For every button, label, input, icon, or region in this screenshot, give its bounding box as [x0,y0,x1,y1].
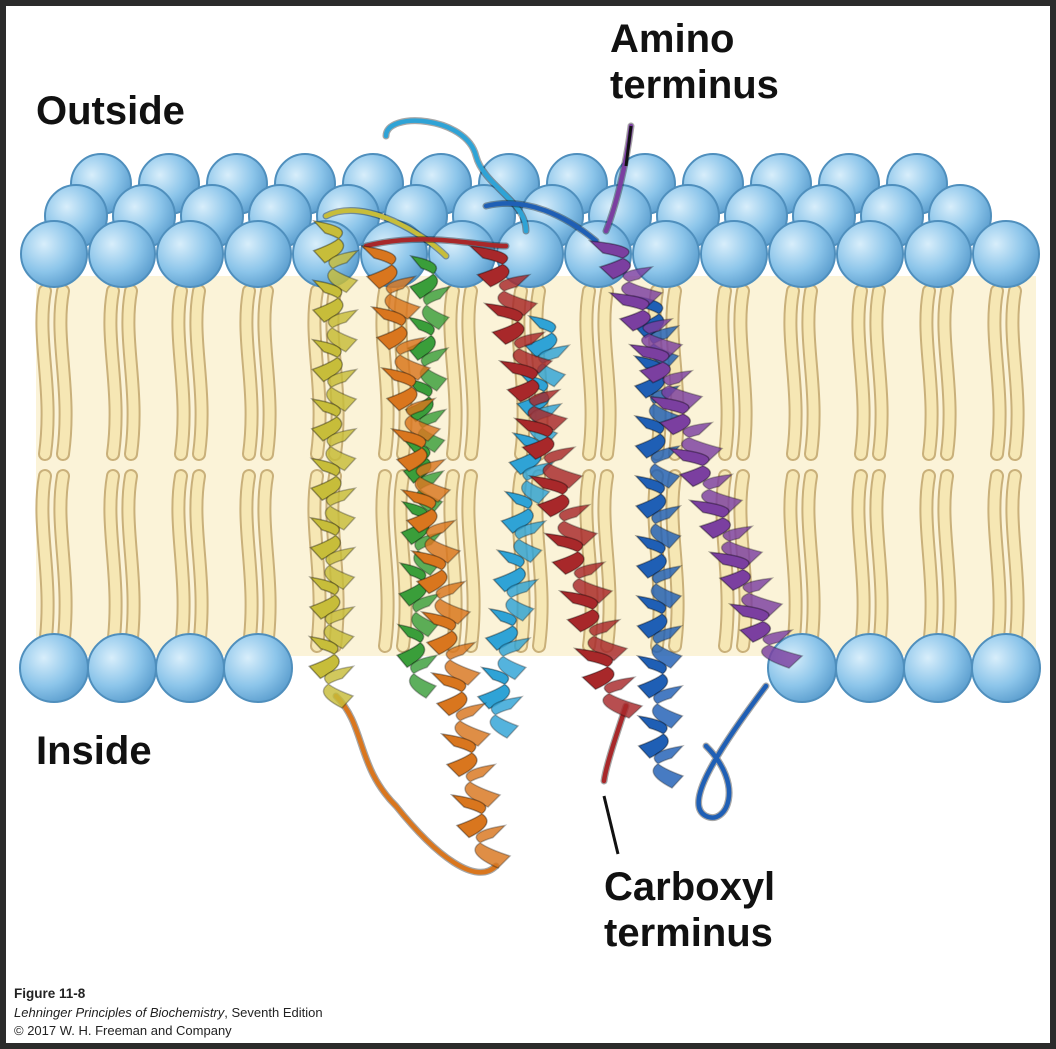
headgroup [904,634,972,702]
lipid-tail-fill [808,476,813,646]
headgroup [157,221,223,287]
lipid-tail-fill [1012,291,1017,454]
lipid-tail-fill [604,476,609,646]
headgroup [20,634,88,702]
figure-caption: Figure 11-8 Lehninger Principles of Bioc… [14,984,323,1041]
outside-label: Outside [36,88,185,134]
lipid-tail-fill [42,476,47,646]
headgroup [836,634,904,702]
lipid-tail-fill [604,291,609,454]
lipid-tail-fill [858,291,863,454]
inside-label: Inside [36,728,152,774]
lipid-tail-fill [926,291,931,454]
lipid-tail-fill [672,476,677,646]
book-title: Lehninger Principles of Biochemistry [14,1005,224,1020]
lipid-tail-fill [926,476,931,646]
headgroup [89,221,155,287]
lipid-tail-fill [722,291,727,454]
lipid-tail-fill [944,291,949,454]
lipid-tail-fill [110,476,115,646]
figure-copyright: © 2017 W. H. Freeman and Company [14,1022,323,1041]
lipid-tail-fill [858,476,863,646]
lipid-tail-fill [110,291,115,454]
lipid-tail-fill [790,476,795,646]
lipid-tail-fill [60,291,65,454]
lipid-tail-fill [60,476,65,646]
helix-segment [475,826,510,869]
lipid-tail-fill [178,291,183,454]
helix-segment [603,677,642,718]
carboxyl-terminus-label-line2: terminus [604,910,775,956]
carboxyl-terminal-tail [604,706,626,781]
amino-terminus-label-line2: terminus [610,62,779,108]
lipid-tail-fill [468,476,473,646]
headgroup [769,221,835,287]
lipid-tail-fill [468,291,473,454]
lipid-tail-fill [944,476,949,646]
lipid-tail-fill [450,291,455,454]
headgroup [21,221,87,287]
carboxyl-pointer-line [604,796,618,854]
lipid-tail-fill [264,291,269,454]
lipid-tail-fill [196,291,201,454]
headgroup [972,634,1040,702]
lipid-tail-fill [994,291,999,454]
lipid-tail-fill [246,476,251,646]
lipid-tail-fill [876,291,881,454]
amino-terminus-label-line1: Amino [610,16,779,62]
lipid-tail-fill [586,291,591,454]
lipid-tail-fill [382,476,387,646]
headgroup [225,221,291,287]
figure-frame: Outside Inside Amino terminus Carboxyl t… [6,6,1050,1043]
lipid-tail-fill [246,291,251,454]
amino-terminus-label: Amino terminus [610,16,779,108]
lipid-tail-fill [128,476,133,646]
book-edition: , Seventh Edition [224,1005,322,1020]
headgroup [768,634,836,702]
lipid-tail-fill [740,291,745,454]
lipid-tail-fill [876,476,881,646]
headgroup [837,221,903,287]
headgroup [224,634,292,702]
lipid-tail-fill [42,291,47,454]
carboxyl-terminus-label: Carboxyl terminus [604,864,775,956]
lipid-tail-fill [808,291,813,454]
lipid-tail-fill [196,476,201,646]
headgroup [633,221,699,287]
lipid-tail-fill [128,291,133,454]
lipid-tail-fill [178,476,183,646]
carboxyl-terminus-label-line1: Carboxyl [604,864,775,910]
headgroup [156,634,224,702]
lipid-tail-fill [1012,476,1017,646]
headgroup [88,634,156,702]
headgroup [905,221,971,287]
headgroup [701,221,767,287]
lipid-tail-fill [790,291,795,454]
lipid-tail-fill [264,476,269,646]
lipid-tail-fill [994,476,999,646]
headgroup [973,221,1039,287]
figure-source: Lehninger Principles of Biochemistry, Se… [14,1004,323,1023]
figure-number: Figure 11-8 [14,984,323,1004]
lipid-tail-fill [314,476,319,646]
membrane-protein-diagram [6,6,1050,1043]
